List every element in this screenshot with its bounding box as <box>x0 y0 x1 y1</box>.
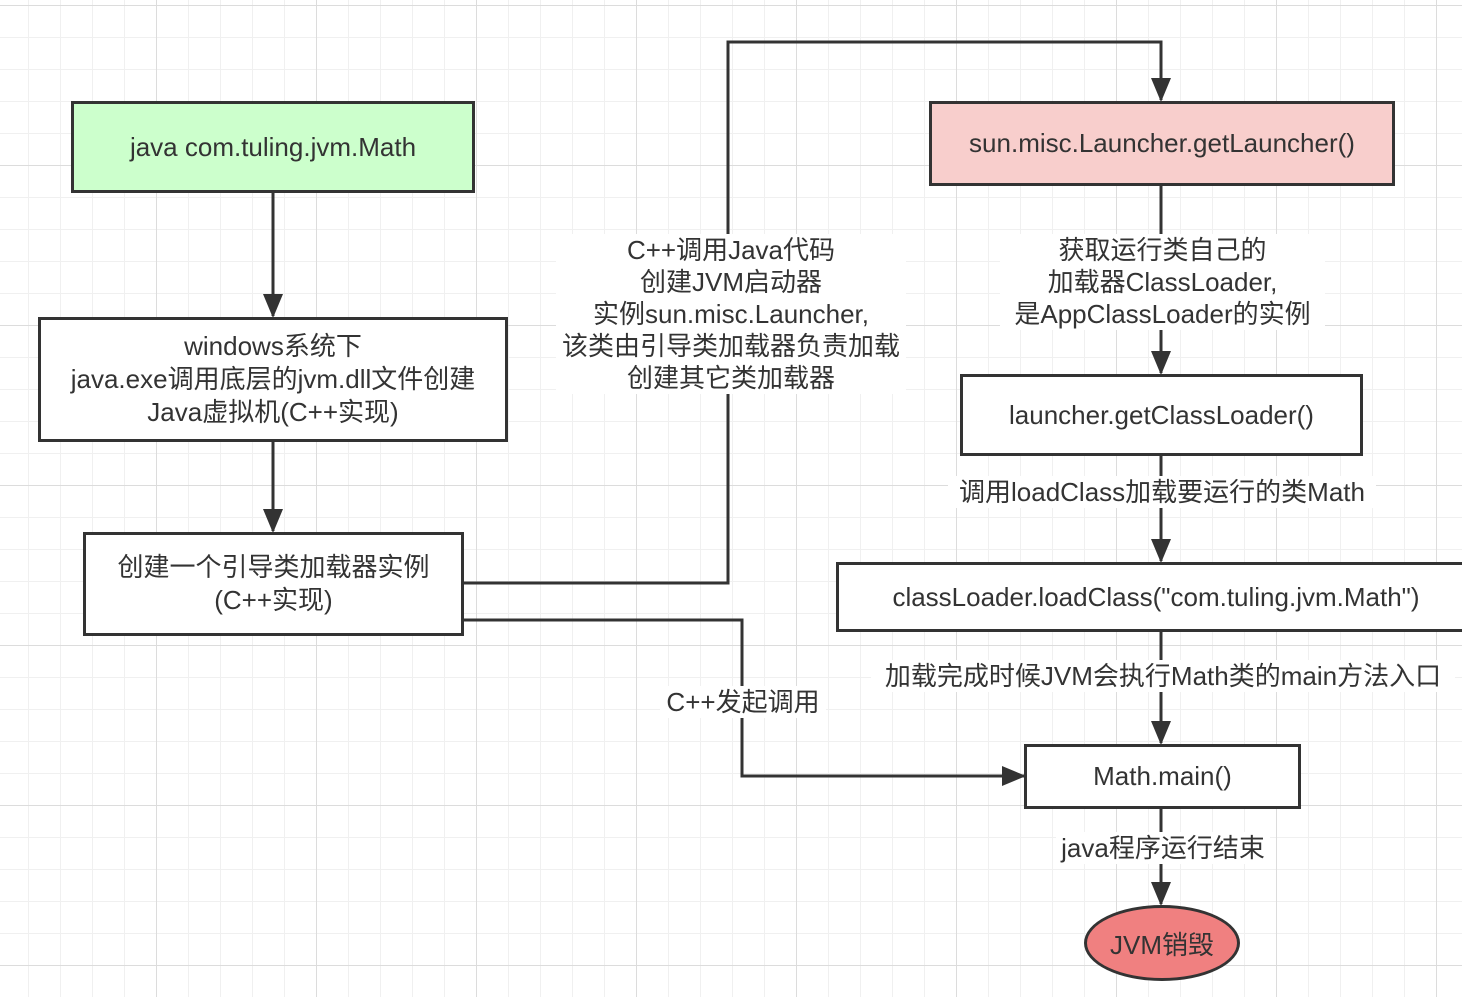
node-get-launcher: sun.misc.Launcher.getLauncher() <box>929 101 1395 186</box>
node-bootstrap-loader: 创建一个引导类加载器实例 (C++实现) <box>83 532 464 636</box>
label-cpp-invoke: C++发起调用 <box>660 686 826 718</box>
label-load-done: 加载完成时候JVM会执行Math类的main方法入口 <box>871 660 1455 692</box>
label-program-end: java程序运行结束 <box>1056 832 1270 864</box>
label-call-load-class: 调用loadClass加载要运行的类Math <box>948 476 1376 508</box>
node-create-jvm: windows系统下 java.exe调用底层的jvm.dll文件创建 Java… <box>38 317 508 442</box>
edge-bootstrap-to-launcher <box>463 40 1171 585</box>
label-get-loader-desc: 获取运行类自己的 加载器ClassLoader, 是AppClassLoader… <box>1000 234 1325 330</box>
label-cpp-call-java: C++调用Java代码 创建JVM启动器 实例sun.misc.Launcher… <box>556 234 906 394</box>
node-java-command: java com.tuling.jvm.Math <box>71 101 475 193</box>
node-jvm-destroy: JVM销毁 <box>1084 905 1240 981</box>
node-load-class: classLoader.loadClass("com.tuling.jvm.Ma… <box>836 562 1462 632</box>
node-get-class-loader: launcher.getClassLoader() <box>960 374 1363 456</box>
node-math-main: Math.main() <box>1024 744 1301 809</box>
